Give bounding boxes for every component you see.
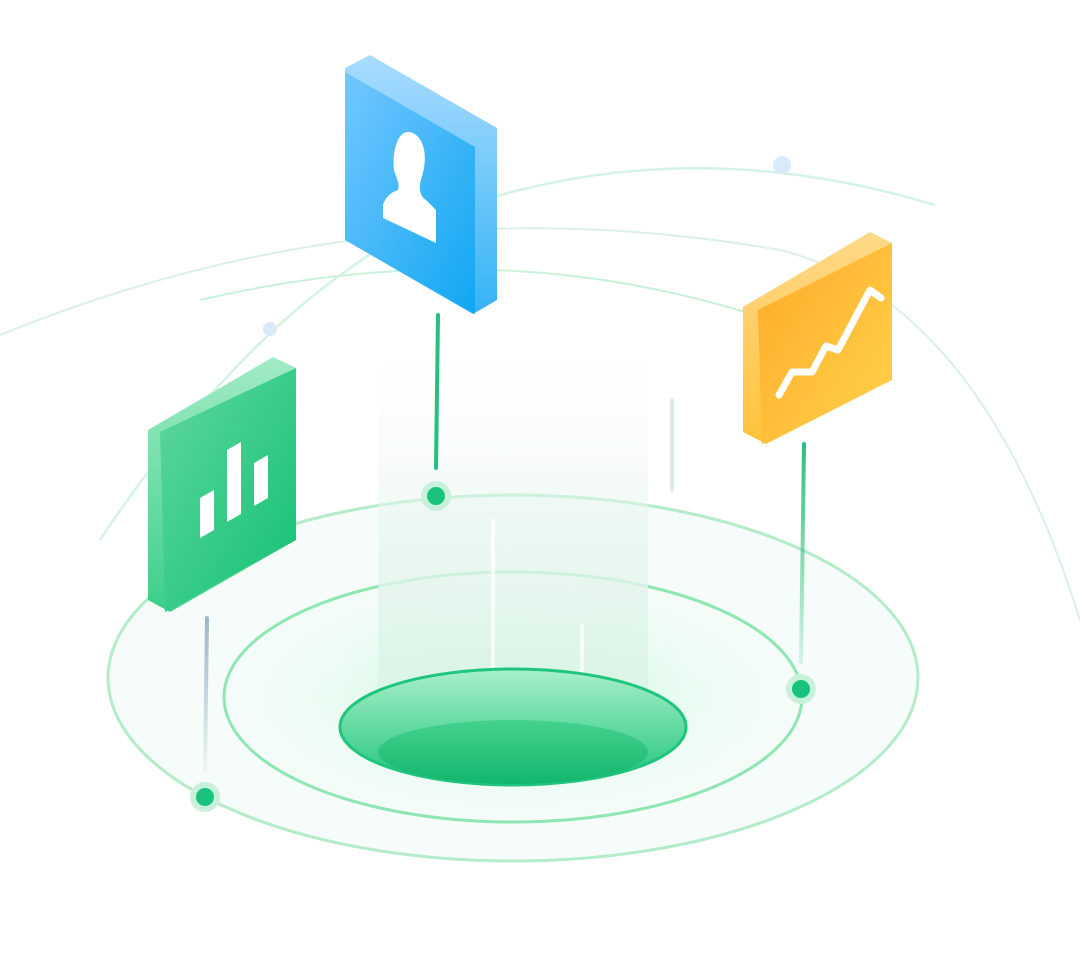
orbit-dot <box>263 322 277 336</box>
connector-stems <box>203 313 806 772</box>
trend-line-icon <box>775 286 885 399</box>
trend-card <box>743 232 892 444</box>
orbit-dot <box>773 156 791 174</box>
orbit-arc-upper <box>98 167 936 541</box>
anchor-dot-chart <box>196 788 214 806</box>
center-pad <box>338 667 688 787</box>
stem-user <box>434 313 440 470</box>
stem-chart <box>203 616 209 772</box>
bar-chart-icon <box>200 442 268 538</box>
chart-card <box>148 357 296 612</box>
user-card <box>345 55 497 314</box>
anchor-dots <box>190 481 816 812</box>
anchor-dot-user <box>427 487 445 505</box>
stem-trend <box>799 442 806 664</box>
anchor-dot-trend <box>792 680 810 698</box>
orbit-arc-outer <box>0 227 1080 621</box>
user-profile-icon <box>383 131 436 243</box>
